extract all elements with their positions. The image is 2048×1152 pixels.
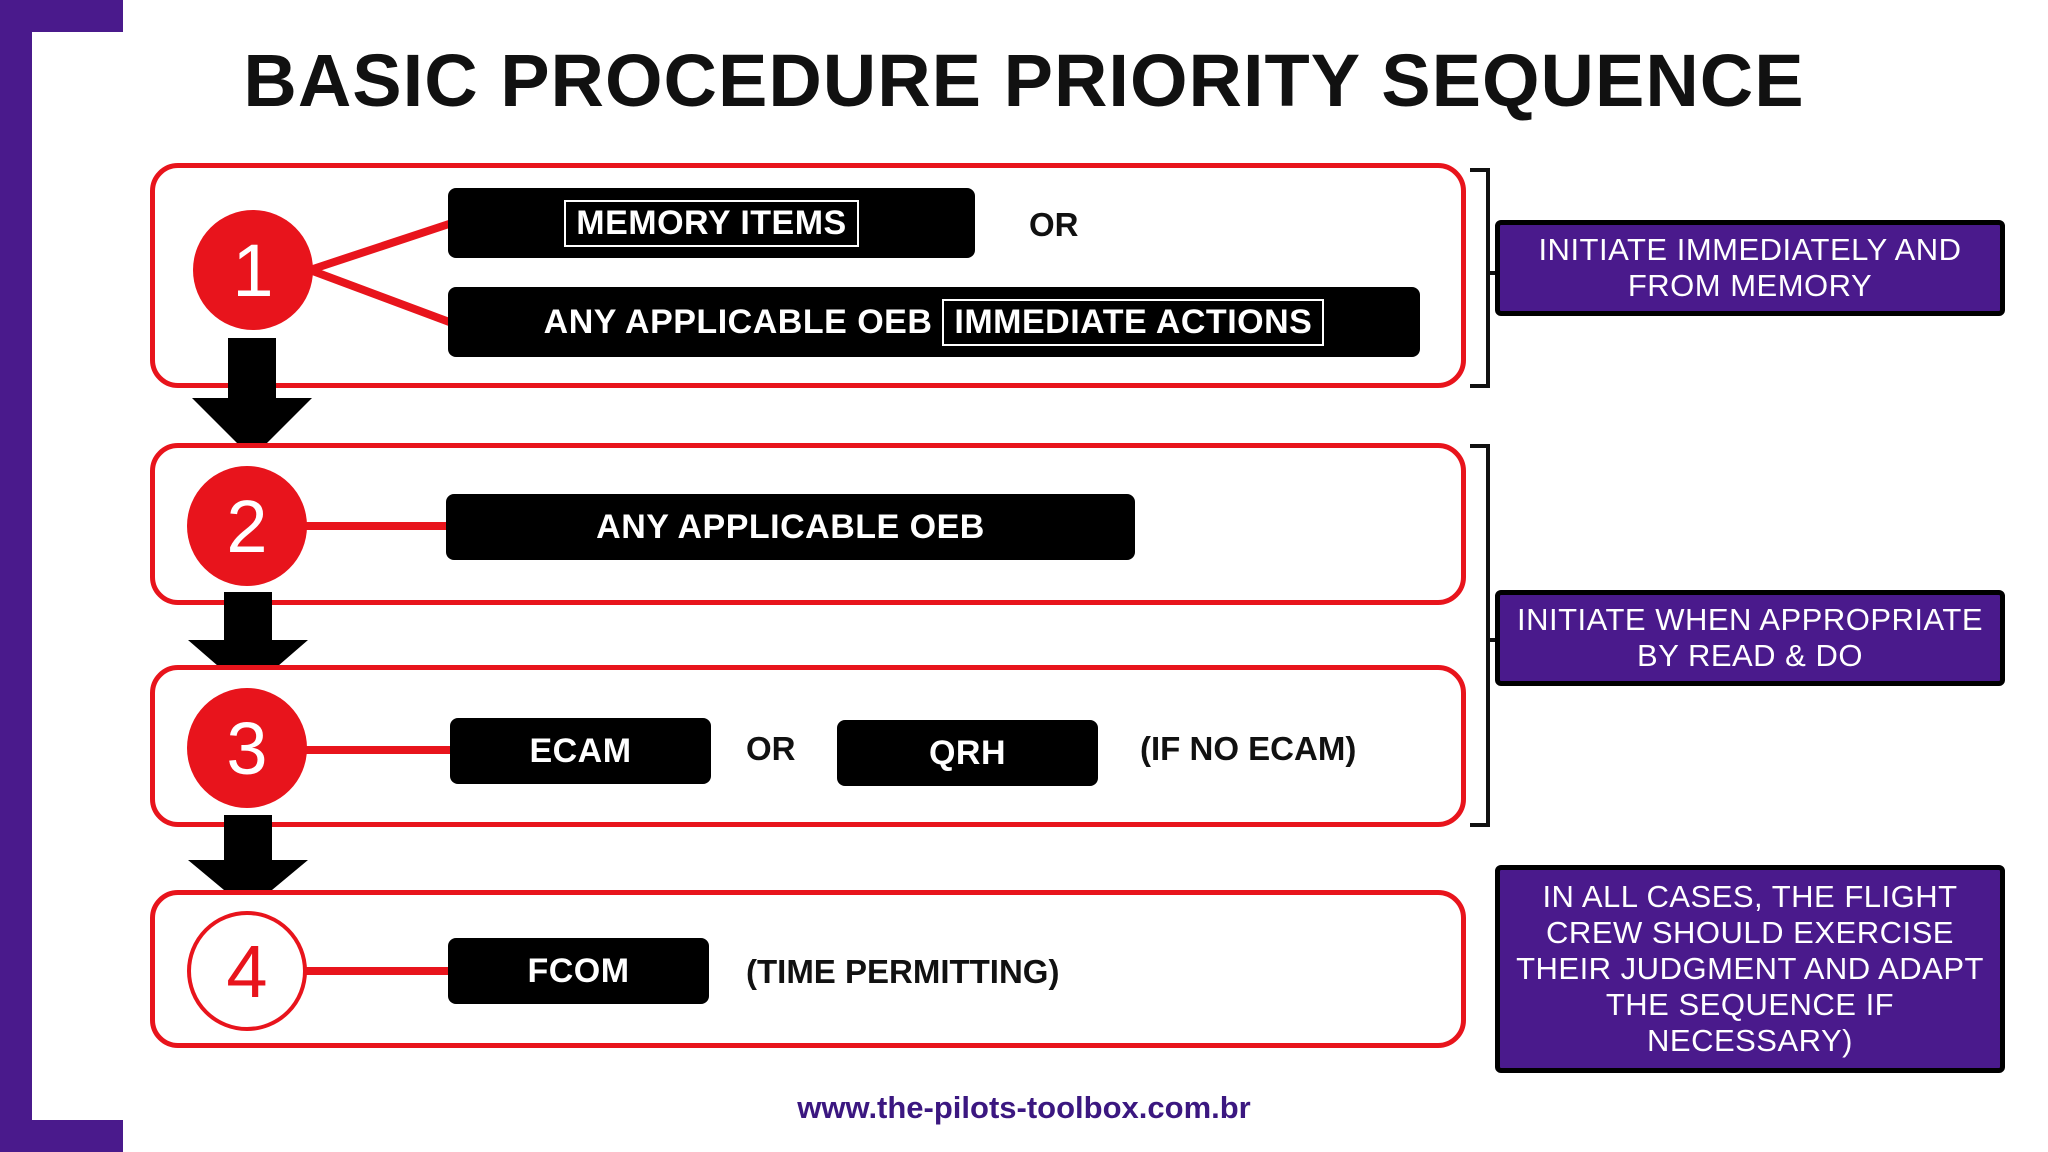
qrh-label: QRH	[928, 733, 1007, 772]
step-2-connector	[290, 522, 450, 530]
step-1-connectors	[308, 219, 454, 327]
step-4-connector	[300, 967, 450, 975]
frame-bar-top	[0, 0, 123, 32]
oeb-immediate-actions-box: ANY APPLICABLE OEB IMMEDIATE ACTIONS	[448, 287, 1420, 357]
step-2-number: 2	[187, 466, 307, 586]
arrow-down-icon	[188, 592, 308, 692]
any-applicable-oeb-label: ANY APPLICABLE OEB	[596, 507, 985, 546]
if-no-ecam-note: (IF NO ECAM)	[1140, 730, 1357, 767]
step-3-number: 3	[187, 688, 307, 808]
step-1-number: 1	[193, 210, 313, 330]
memory-items-box: MEMORY ITEMS	[448, 188, 975, 258]
immediate-actions-label: IMMEDIATE ACTIONS	[942, 298, 1325, 346]
step-4-box	[150, 890, 1466, 1048]
frame-bar-bottom	[0, 1120, 123, 1152]
page-title: BASIC PROCEDURE PRIORITY SEQUENCE	[243, 39, 1805, 122]
qrh-box: QRH	[837, 720, 1098, 786]
step-3-connector	[290, 746, 452, 754]
bracket-step-1	[1470, 168, 1490, 388]
note-judgment: IN ALL CASES, THE FLIGHT CREW SHOULD EXE…	[1495, 865, 2005, 1073]
footer-url[interactable]: www.the-pilots-toolbox.com.br	[797, 1090, 1251, 1125]
time-permitting-note: (TIME PERMITTING)	[746, 953, 1060, 990]
frame-bar-left	[0, 0, 32, 1152]
step-4-number: 4	[187, 911, 307, 1031]
note-read-do: INITIATE WHEN APPROPRIATE BY READ & DO	[1495, 590, 2005, 686]
fcom-box: FCOM	[448, 938, 709, 1004]
fcom-label: FCOM	[527, 951, 630, 990]
note-immediate-text: INITIATE IMMEDIATELY AND FROM MEMORY	[1538, 232, 1962, 303]
bracket-step-2-3	[1470, 444, 1490, 827]
arrow-down-icon	[192, 338, 312, 458]
note-immediate: INITIATE IMMEDIATELY AND FROM MEMORY	[1495, 220, 2005, 316]
step-3-or-label: OR	[746, 730, 796, 767]
note-read-do-text: INITIATE WHEN APPROPRIATE BY READ & DO	[1516, 602, 1984, 673]
ecam-label: ECAM	[529, 731, 632, 770]
any-applicable-oeb-box: ANY APPLICABLE OEB	[446, 494, 1135, 560]
memory-items-label: MEMORY ITEMS	[564, 199, 859, 247]
arrow-down-icon	[188, 815, 308, 910]
oeb-prefix-label: ANY APPLICABLE OEB	[543, 302, 933, 341]
step-1-or-label: OR	[1029, 206, 1079, 243]
ecam-box: ECAM	[450, 718, 711, 784]
note-judgment-text: IN ALL CASES, THE FLIGHT CREW SHOULD EXE…	[1516, 879, 1984, 1058]
